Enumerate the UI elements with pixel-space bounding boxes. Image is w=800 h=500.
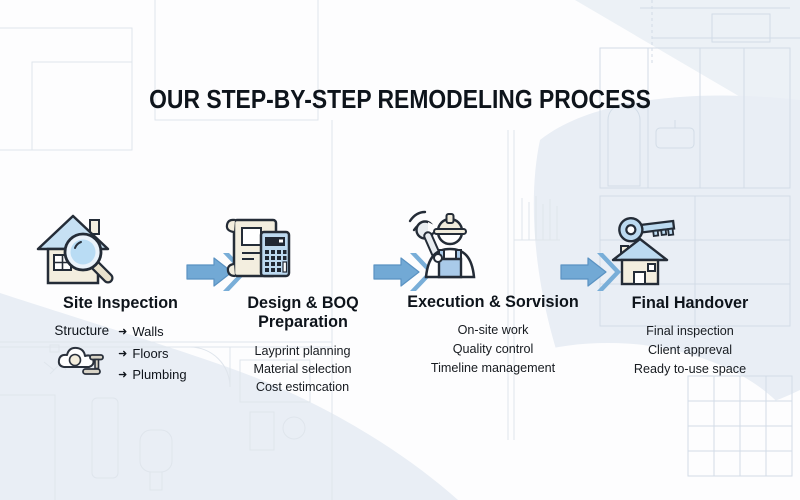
debris-cloud-icon <box>56 341 108 377</box>
list-item: Client appreval <box>647 342 733 357</box>
step-final-handover: Final Handover Final inspection Client a… <box>600 202 780 378</box>
page-title: OUR STEP-BY-STEP REMODELING PROCESS <box>149 84 651 114</box>
list-item: Cost estimcation <box>255 379 350 394</box>
list-item: ➜ Floors <box>118 343 186 365</box>
step-design-boq: Design & BOQ Preparation Layprint planni… <box>215 202 390 396</box>
step-details: Structure ➜ Walls ➜ <box>28 321 213 386</box>
worker-wrench-icon <box>398 199 588 287</box>
arrow-bullet-icon: ➜ <box>118 347 128 360</box>
step-title: Design & BOQ Preparation <box>246 293 359 331</box>
arrow-bullet-icon: ➜ <box>118 369 128 382</box>
list-item: Quality control <box>452 341 534 356</box>
step-site-inspection: Site Inspection Structure ➜ Wall <box>28 202 213 386</box>
step-details: On-site work Quality control Timeline ma… <box>401 320 585 377</box>
list-item: Timeline management <box>430 360 556 375</box>
list-item-label: Floors <box>132 345 169 361</box>
list-item: ➜ Plumbing <box>118 364 186 386</box>
house-magnifier-icon <box>28 202 213 288</box>
house-key-icon <box>600 202 780 288</box>
step-title: Site Inspection <box>63 293 178 312</box>
step-details: Final inspection Client appreval Ready t… <box>603 321 778 378</box>
step-title: Final Handover <box>631 293 749 312</box>
flow-arrow-icon <box>558 250 622 294</box>
list-item-label: Plumbing <box>132 367 187 382</box>
list-item: Material selection <box>253 361 352 376</box>
list-item: Final inspection <box>646 323 734 338</box>
step-details: Layprint planning Material selection Cos… <box>218 342 388 396</box>
list-item: On-site work <box>457 322 529 337</box>
list-item: ➜ Walls <box>118 321 186 343</box>
list-item: Ready to-use space <box>633 361 747 376</box>
structure-label: Structure <box>54 323 110 338</box>
list-item-label: Walls <box>132 324 164 339</box>
list-item: Layprint planning <box>254 343 351 358</box>
blueprint-calculator-icon <box>215 202 390 288</box>
arrow-bullet-icon: ➜ <box>118 326 128 339</box>
step-title: Execution & Sorvision <box>407 292 579 311</box>
step-execution-supervision: Execution & Sorvision On-site work Quali… <box>398 199 588 377</box>
